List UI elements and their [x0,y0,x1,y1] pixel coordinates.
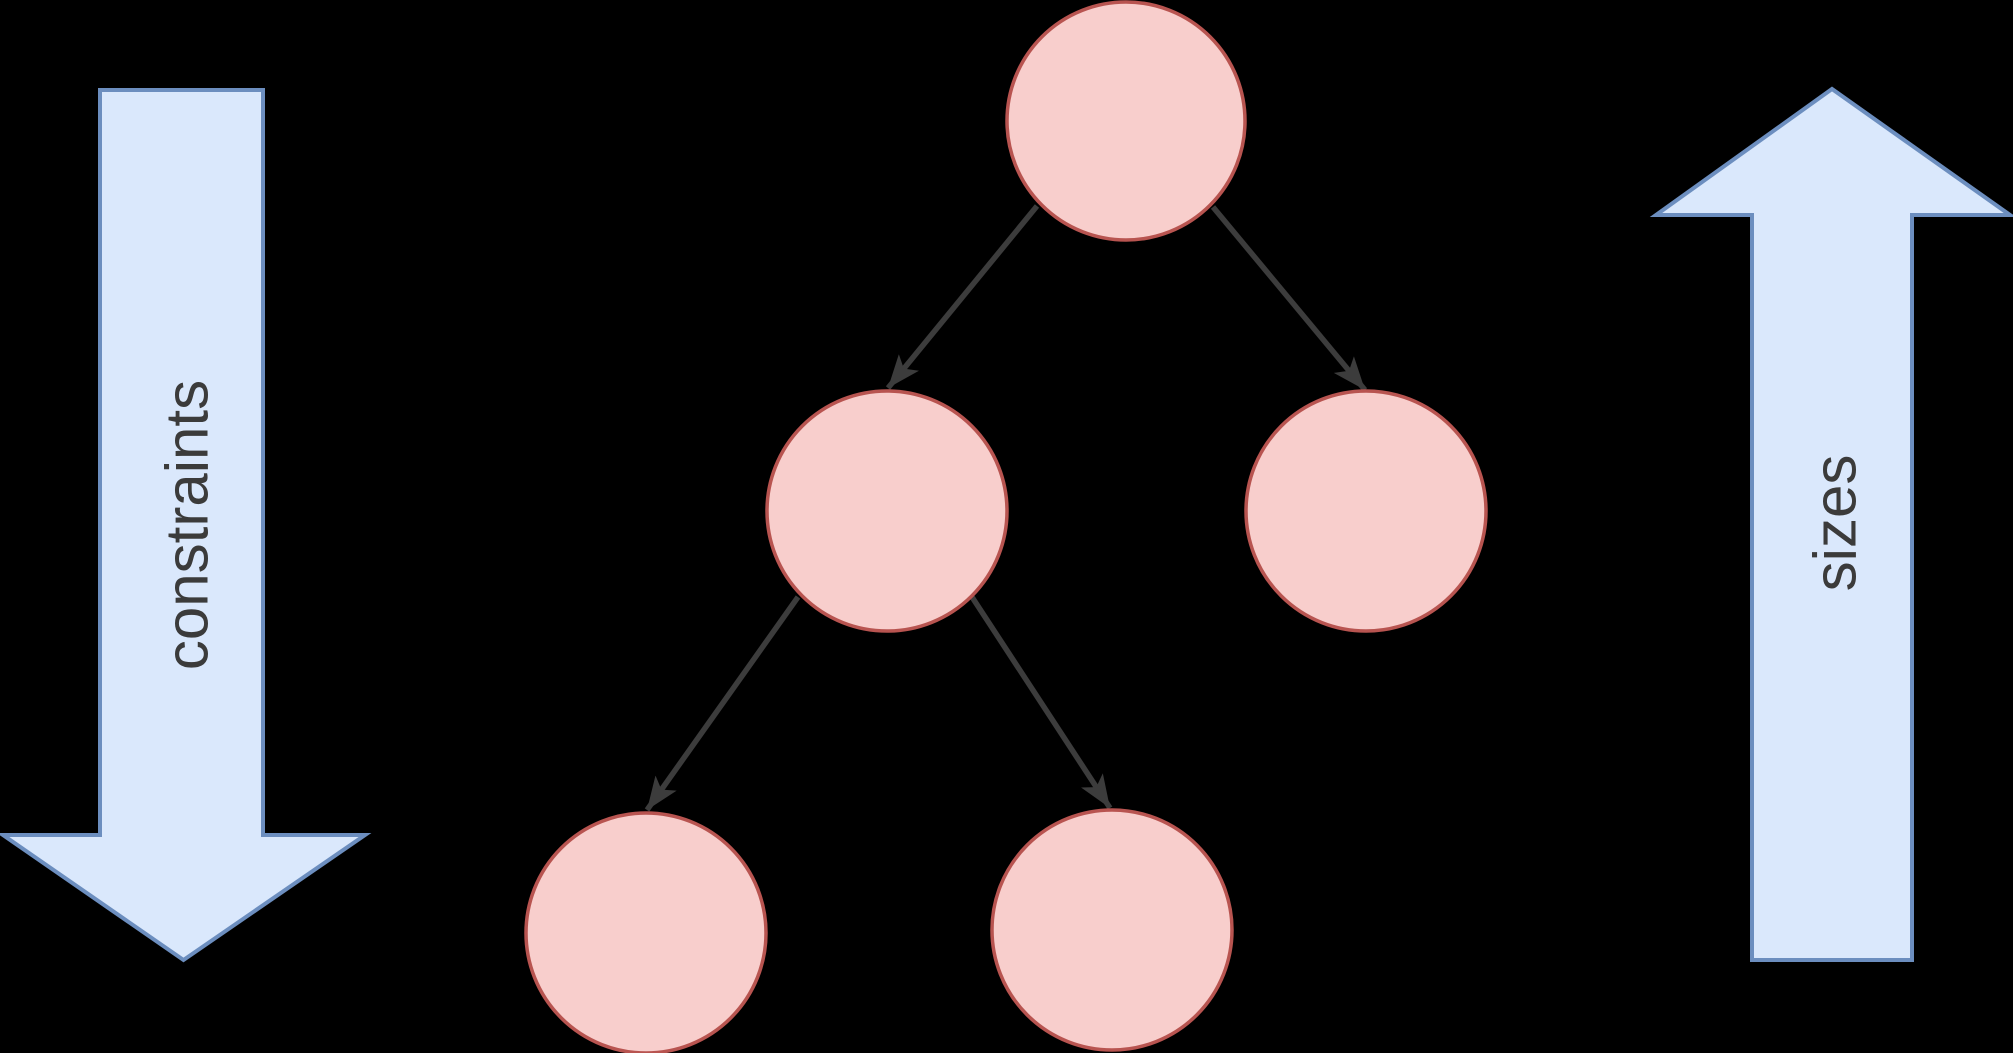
constraints-down-block-arrow-icon [0,88,372,963]
tree-edge-root-to-child-right [1210,205,1368,392]
tree-edge-child-left-to-grandchild-left [644,595,801,812]
tree-node-root [1005,0,1247,242]
tree-node-child-left [765,389,1009,633]
tree-edge-root-to-child-left [885,204,1040,390]
tree-node-child-right [1244,389,1488,633]
constraints-label: constraints [154,380,221,670]
tree-node-grandchild-right [990,808,1234,1052]
sizes-label: sizes [1802,455,1869,592]
tree-edge-child-left-to-grandchild-right [969,595,1113,810]
sizes-up-block-arrow-icon [1649,86,2013,962]
tree-node-grandchild-left [524,811,768,1053]
